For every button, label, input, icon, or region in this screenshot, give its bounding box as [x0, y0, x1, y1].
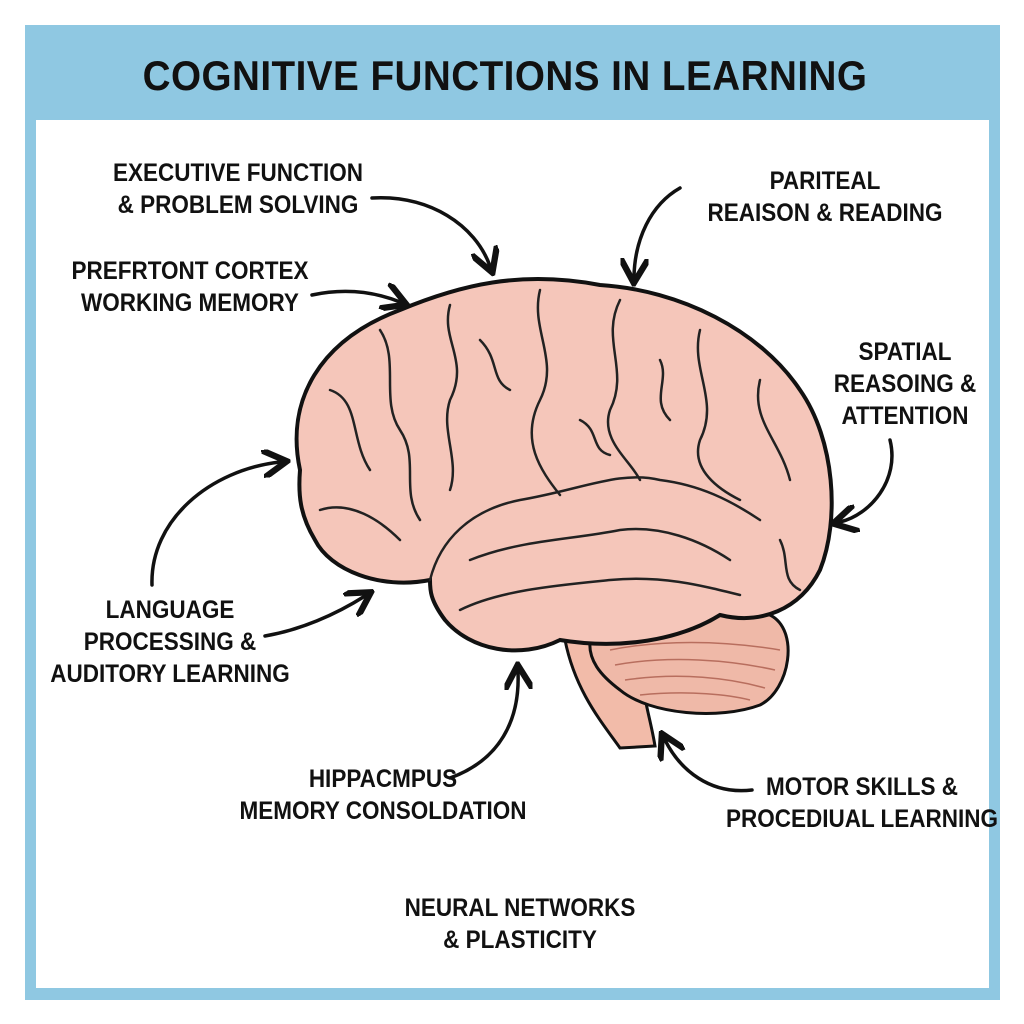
arrow-left-lobe: [150, 462, 280, 587]
arrow-spatial: [840, 438, 894, 522]
arrow-language: [263, 596, 365, 638]
label-neural-networks: NEURAL NETWORKS& PLASTICITY: [404, 894, 636, 954]
arrow-motor: [665, 740, 754, 793]
label-executive-function: EXECUTIVE FUNCTION& PROBLEM SOLVING: [112, 159, 364, 219]
arrow-prefrontal: [310, 291, 400, 302]
arrow-hippocampus: [448, 672, 518, 780]
page-title: COGNITIVE FUNCTIONS IN LEARNING: [142, 52, 868, 99]
label-motor-skills: MOTOR SKILLS &PROCEDIUAL LEARNING: [725, 773, 999, 833]
arrow-parietal: [634, 186, 682, 276]
cerebrum: [294, 277, 834, 653]
arrow-executive: [370, 196, 490, 266]
